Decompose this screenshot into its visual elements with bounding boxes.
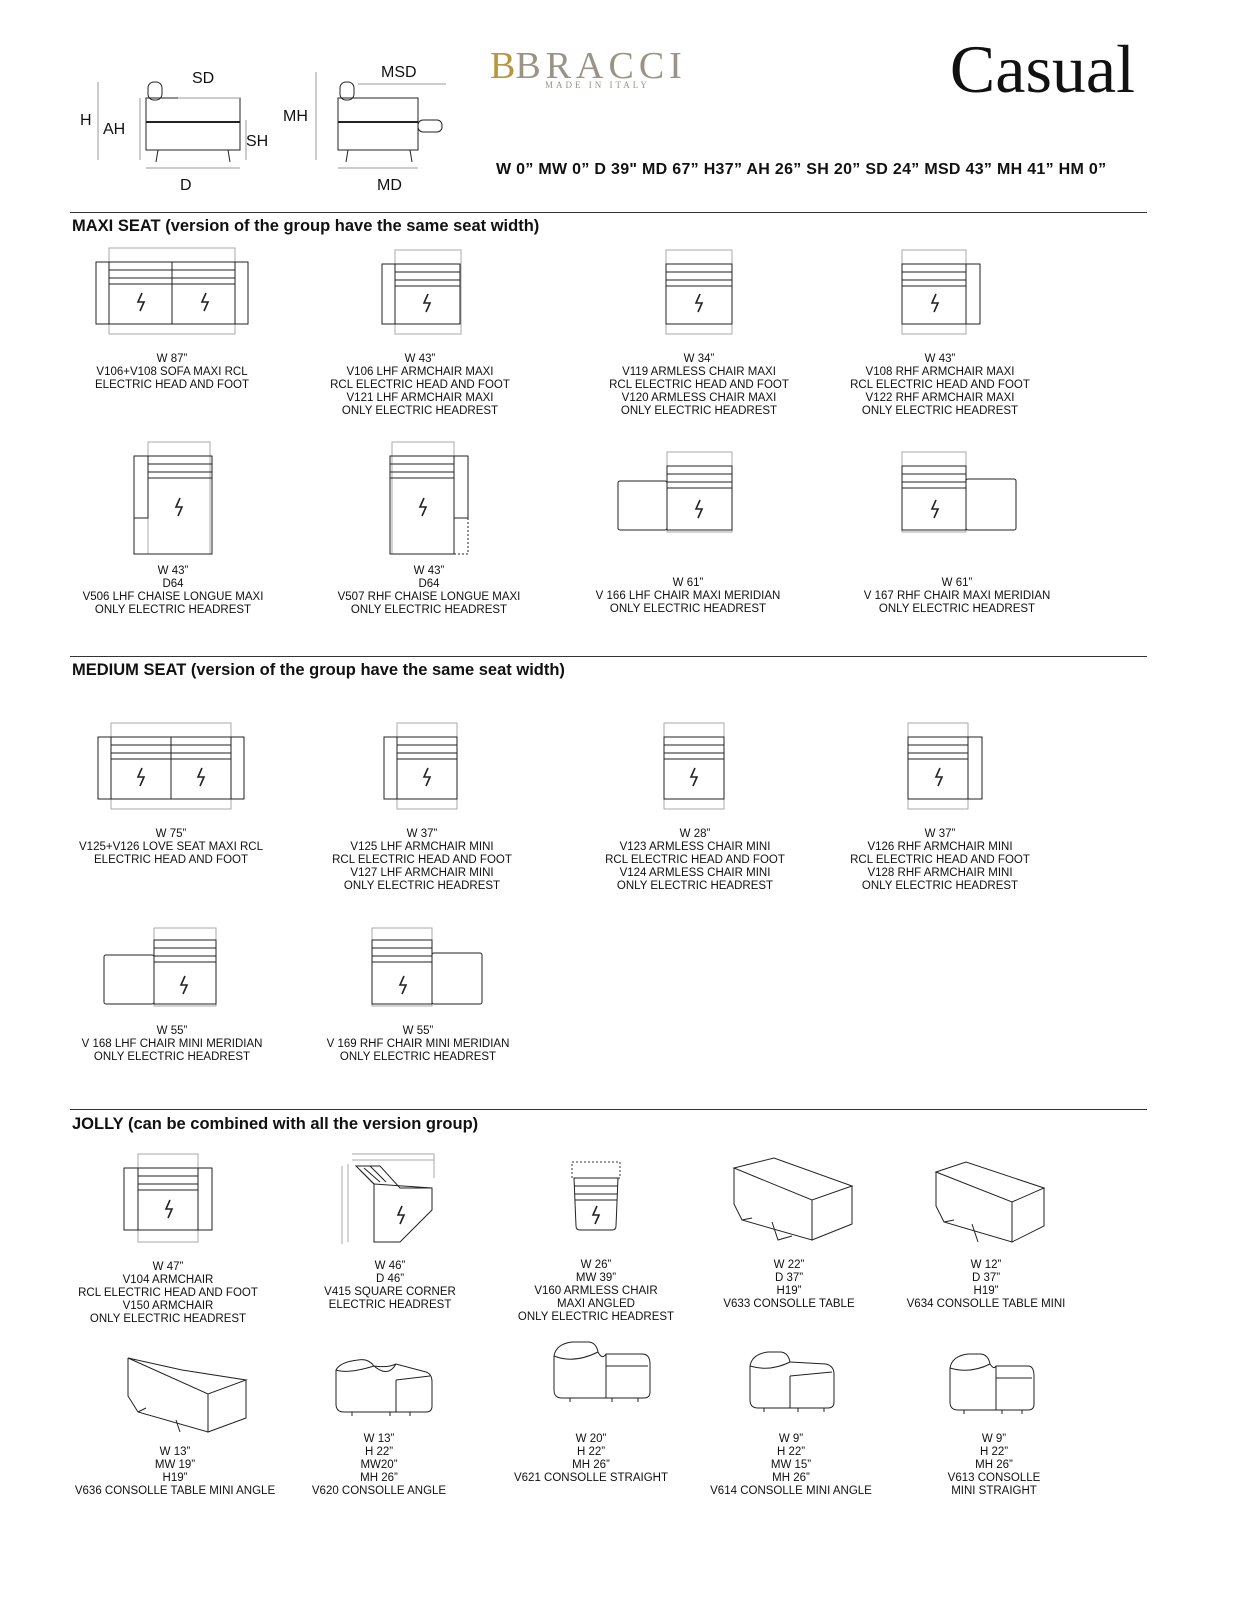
- consolle-angle-icon: [334, 1356, 432, 1418]
- section-title-jolly: JOLLY (can be combined with all the vers…: [72, 1115, 479, 1133]
- brand-name: BRACCI: [515, 45, 687, 87]
- label-sd: SD: [192, 70, 215, 87]
- label-msd: MSD: [381, 64, 417, 81]
- armless-chair-icon: [666, 250, 732, 334]
- consolle-mini-angle-icon: [748, 1350, 834, 1414]
- product-caption: W 20”H 22”MH 26”V621 CONSOLLE STRAIGHT: [513, 1433, 669, 1484]
- sofa-2seat-icon: [96, 248, 248, 334]
- brand-tagline: MADE IN ITALY: [545, 80, 650, 90]
- label-sh: SH: [246, 133, 269, 150]
- side-profile-diagram: [80, 60, 460, 200]
- label-ah: AH: [103, 121, 126, 138]
- divider: [70, 212, 1147, 213]
- product-caption: W 12”D 37”H19”V634 CONSOLLE TABLE MINI: [906, 1259, 1066, 1310]
- consolle-straight-icon: [552, 1340, 650, 1404]
- dimensions-line: W 0” MW 0” D 39" MD 67” H37” AH 26” SH 2…: [496, 161, 1107, 178]
- armchair-lhf-icon: [382, 250, 462, 334]
- square-corner-icon: [340, 1152, 436, 1244]
- divider: [70, 1109, 1147, 1110]
- armchair-rhf-icon: [902, 250, 980, 334]
- consolle-table-angle-icon: [126, 1356, 246, 1438]
- brand-monogram: B: [490, 45, 516, 87]
- meridian-rhf-icon: [902, 452, 1016, 532]
- chaise-lhf-icon: [134, 442, 212, 554]
- chaise-rhf-icon: [390, 442, 468, 554]
- consolle-table-mini-icon: [936, 1162, 1044, 1250]
- product-caption: W 22”D 37”H19”V633 CONSOLLE TABLE: [723, 1259, 855, 1310]
- product-caption: W 9”H 22”MW 15”MH 26”V614 CONSOLLE MINI …: [710, 1433, 872, 1497]
- product-caption: W 13”H 22”MW20”MH 26”V620 CONSOLLE ANGLE: [311, 1433, 447, 1497]
- brand-logo: BBRACCI: [490, 44, 687, 88]
- section-title-maxi: MAXI SEAT (version of the group have the…: [72, 217, 540, 235]
- armless-angled-icon: [572, 1160, 620, 1232]
- armchair-icon: [124, 1154, 212, 1242]
- consolle-mini-straight-icon: [948, 1352, 1034, 1416]
- label-md: MD: [377, 177, 402, 194]
- armchair-mini-lhf-icon: [384, 723, 458, 809]
- loveseat-icon: [98, 723, 244, 809]
- label-mh: MH: [283, 108, 308, 125]
- divider: [70, 656, 1147, 657]
- label-h: H: [80, 112, 92, 129]
- meridian-mini-rhf-icon: [372, 928, 482, 1006]
- label-d: D: [180, 177, 192, 194]
- meridian-lhf-icon: [618, 452, 732, 532]
- armless-chair-mini-icon: [664, 723, 724, 809]
- consolle-table-icon: [732, 1158, 852, 1250]
- meridian-mini-lhf-icon: [104, 928, 216, 1006]
- collection-title: Casual: [949, 31, 1135, 107]
- section-title-medium: MEDIUM SEAT (version of the group have t…: [72, 661, 565, 679]
- product-caption: W 13”MW 19”H19”V636 CONSOLLE TABLE MINI …: [74, 1446, 276, 1497]
- armchair-mini-rhf-icon: [908, 723, 982, 809]
